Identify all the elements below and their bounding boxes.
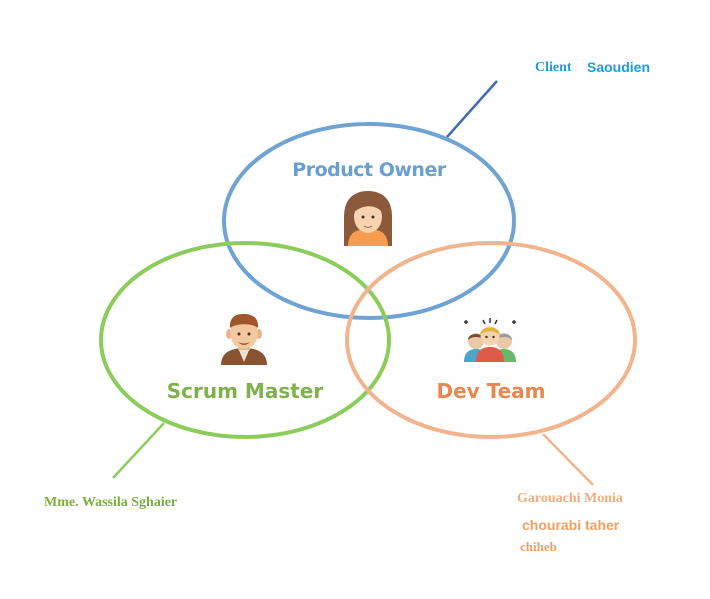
dev-team-connector-line [542, 433, 594, 486]
scrum-master-title: Scrum Master [167, 379, 324, 403]
scrum-master-member-name: Mme. Wassila Sghaier [44, 495, 178, 510]
client-label: Client [535, 60, 572, 75]
product-owner-title: Product Owner [292, 159, 447, 181]
dev-team-member-2: chourabi taher [522, 517, 620, 533]
man-avatar-icon [221, 314, 267, 365]
dev-team-title: Dev Team [436, 379, 545, 403]
dev-team-member-1: Garouachi Monia [517, 491, 623, 506]
client-name: Saoudien [587, 59, 651, 75]
woman-avatar-icon [344, 191, 392, 246]
product-owner-circle [222, 122, 516, 320]
client-connector-line [446, 80, 498, 138]
scrum-master-connector-line [112, 422, 165, 479]
team-group-icon [464, 318, 516, 362]
scrum-master-circle [99, 241, 391, 439]
dev-team-member-3: chiheb [520, 539, 557, 554]
dev-team-circle [345, 241, 637, 439]
